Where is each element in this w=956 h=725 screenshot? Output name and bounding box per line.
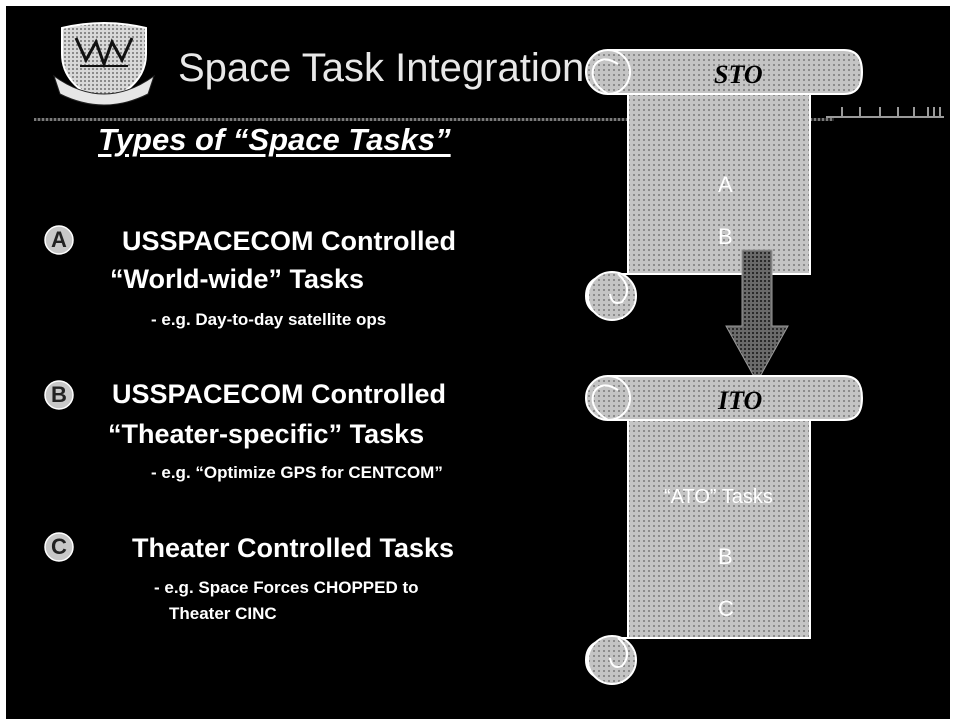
ito-header: ITO [718,386,763,415]
item-b-line1: USSPACECOM Controlled [112,379,447,409]
badge-a-letter: A [51,227,67,252]
item-b-example: - e.g. “Optimize GPS for CENTCOM” [151,463,443,482]
badge-c-icon [44,532,74,562]
badge-b-icon [44,380,74,410]
item-b-line2: “Theater-specific” Tasks [108,419,425,449]
ito-scroll [584,375,864,685]
page-title: Space Task Integration [178,46,585,90]
ruler-ticks [826,107,944,118]
item-c-line1: Theater Controlled Tasks [132,533,455,563]
item-a-line2: “World-wide” Tasks [110,264,365,294]
badge-b-letter: B [51,382,67,407]
item-a-line1: USSPACECOM Controlled [122,226,457,256]
item-c-example-line1: - e.g. Space Forces CHOPPED to [154,578,419,597]
sto-task-a: A [718,172,733,197]
title-divider [34,118,834,121]
section-subtitle: Types of “Space Tasks” [98,122,451,157]
ito-ato-label: “ATO” Tasks [664,486,773,508]
down-arrow-icon [725,249,789,384]
ito-task-b: B [718,544,733,569]
ito-task-c: C [718,596,734,621]
badge-c-letter: C [51,534,67,559]
command-shield-icon [53,22,155,106]
slide: Space Task Integration Types of “Space T… [6,6,950,719]
badge-a-icon [44,225,74,255]
sto-task-b: B [718,224,733,249]
sto-header: STO [714,60,763,89]
item-a-example: - e.g. Day-to-day satellite ops [151,310,387,329]
item-c-example-line2: Theater CINC [169,604,277,623]
